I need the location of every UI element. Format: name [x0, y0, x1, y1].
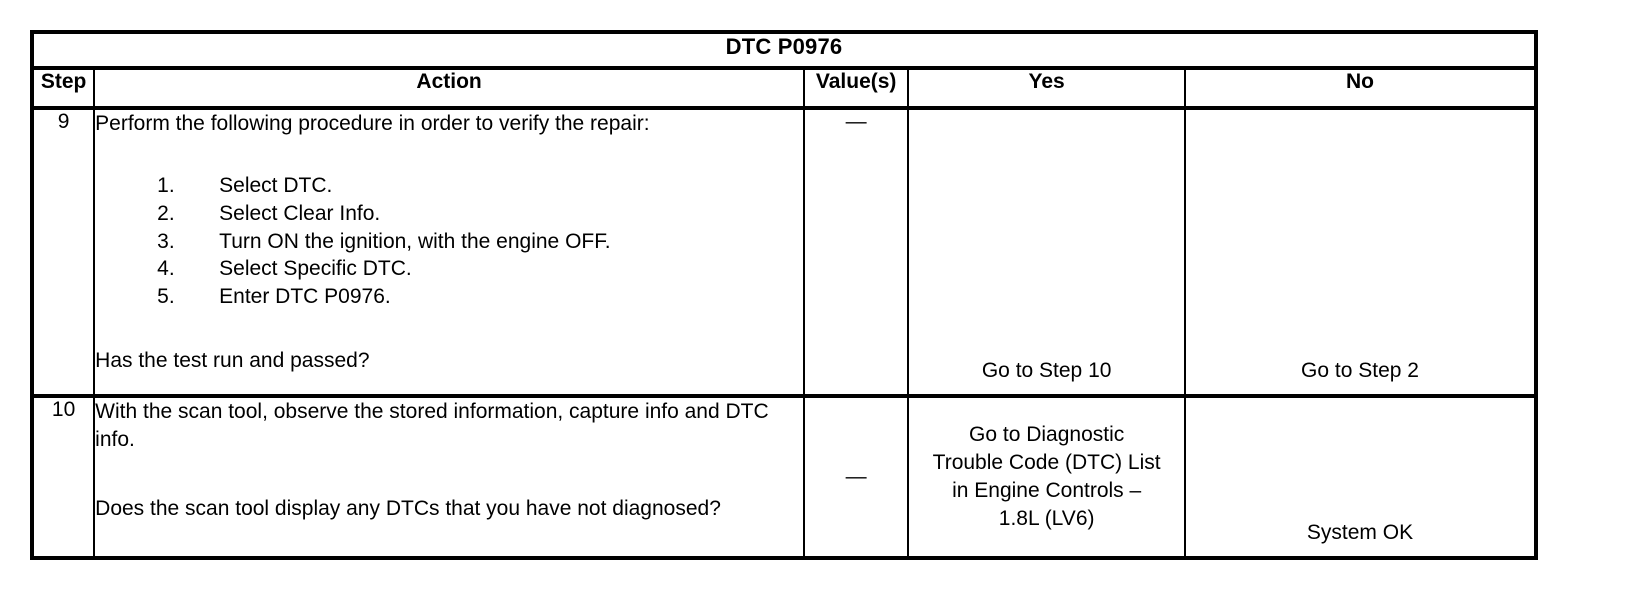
action-procedure-list: Select DTC. Select Clear Info. Turn ON t…: [95, 172, 803, 312]
list-item: Select Specific DTC.: [157, 255, 412, 283]
column-header-action: Action: [93, 67, 806, 110]
step-value: —: [803, 107, 910, 398]
step-number: 10: [30, 395, 96, 559]
step-action-cell: With the scan tool, observe the stored i…: [93, 395, 806, 559]
table-title: DTC P0976: [31, 31, 1537, 70]
step-no-result: System OK: [1184, 395, 1537, 559]
list-item: Select Clear Info.: [157, 200, 381, 228]
step-value: —: [803, 395, 910, 559]
action-intro-text: With the scan tool, observe the stored i…: [95, 400, 769, 451]
table-row: 10 With the scan tool, observe the store…: [30, 395, 1537, 559]
yes-result-text: Go to Diagnostic Trouble Code (DTC) List…: [909, 421, 1184, 533]
column-header-yes: Yes: [907, 67, 1186, 110]
step-action-cell: Perform the following procedure in order…: [93, 107, 806, 398]
step-no-result: Go to Step 2: [1184, 107, 1537, 398]
list-item: Turn ON the ignition, with the engine OF…: [157, 228, 611, 256]
step-yes-result: Go to Diagnostic Trouble Code (DTC) List…: [907, 395, 1186, 559]
column-header-values: Value(s): [803, 67, 910, 110]
step-number: 9: [30, 107, 96, 398]
yes-result-line: Trouble Code (DTC) List: [932, 451, 1161, 475]
table-header-row: Step Action Value(s) Yes No: [32, 67, 1537, 110]
action-question-text: Has the test run and passed?: [95, 349, 370, 373]
list-item: Enter DTC P0976.: [157, 283, 391, 311]
yes-result-line: in Engine Controls –: [952, 479, 1142, 502]
column-header-step: Step: [32, 67, 96, 110]
yes-result-line: 1.8L (LV6): [998, 506, 1095, 530]
table-row: 9 Perform the following procedure in ord…: [30, 107, 1537, 398]
list-item: Select DTC.: [157, 172, 333, 200]
action-question-text: Does the scan tool display any DTCs that…: [95, 497, 721, 521]
column-header-no: No: [1184, 67, 1537, 110]
step-yes-result: Go to Step 10: [907, 107, 1186, 398]
table-title-row: DTC P0976: [31, 31, 1537, 70]
diagnostic-table: DTC P0976 Step Action Value(s) Yes No 9 …: [30, 30, 1538, 560]
yes-result-line: Go to Diagnostic: [969, 423, 1125, 447]
action-intro-text: Perform the following procedure in order…: [95, 112, 650, 135]
